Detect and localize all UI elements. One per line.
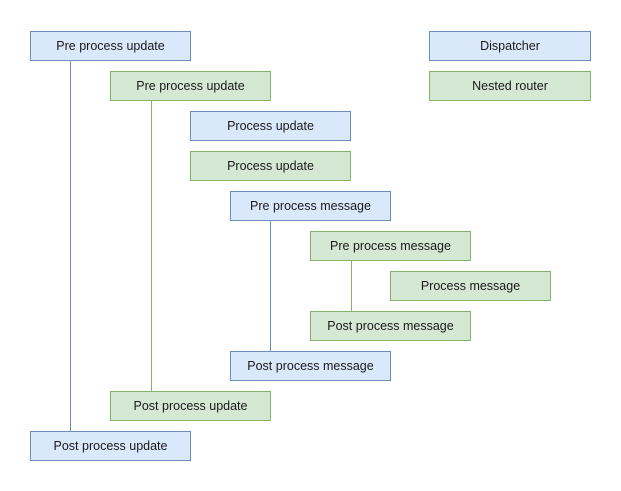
- legend-item-dispatcher[interactable]: Dispatcher: [429, 31, 591, 61]
- node-pre-process-message-dispatcher[interactable]: Pre process message: [230, 191, 391, 221]
- node-post-process-message-dispatcher[interactable]: Post process message: [230, 351, 391, 381]
- node-label: Process message: [420, 278, 521, 293]
- node-post-process-update-router[interactable]: Post process update: [110, 391, 271, 421]
- node-label: Process update: [227, 118, 314, 133]
- node-pre-process-update-dispatcher[interactable]: Pre process update: [30, 31, 191, 61]
- node-process-update-dispatcher[interactable]: Process update: [190, 111, 351, 141]
- node-label: Pre process update: [56, 38, 165, 53]
- edge-pre-post-process-message-dispatcher: [270, 221, 271, 351]
- node-pre-process-update-router[interactable]: Pre process update: [110, 71, 271, 101]
- node-label: Process update: [227, 158, 314, 173]
- node-label: Post process message: [327, 318, 454, 333]
- node-label: Post process message: [247, 358, 374, 373]
- node-label: Post process update: [133, 398, 248, 413]
- node-label: Pre process update: [136, 78, 245, 93]
- node-label: Pre process message: [250, 198, 371, 213]
- node-pre-process-message-router[interactable]: Pre process message: [310, 231, 471, 261]
- legend-label-dispatcher: Dispatcher: [480, 38, 540, 53]
- node-post-process-update-dispatcher[interactable]: Post process update: [30, 431, 191, 461]
- legend-label-nested-router: Nested router: [472, 78, 548, 93]
- node-process-update-router[interactable]: Process update: [190, 151, 351, 181]
- legend-item-nested-router[interactable]: Nested router: [429, 71, 591, 101]
- node-post-process-message-router[interactable]: Post process message: [310, 311, 471, 341]
- edge-pre-post-process-message-router: [351, 261, 352, 311]
- node-label: Pre process message: [330, 238, 451, 253]
- edge-pre-post-process-update-dispatcher: [70, 61, 71, 431]
- node-process-message-router[interactable]: Process message: [390, 271, 551, 301]
- edge-pre-post-process-update-router: [151, 101, 152, 391]
- node-label: Post process update: [53, 438, 168, 453]
